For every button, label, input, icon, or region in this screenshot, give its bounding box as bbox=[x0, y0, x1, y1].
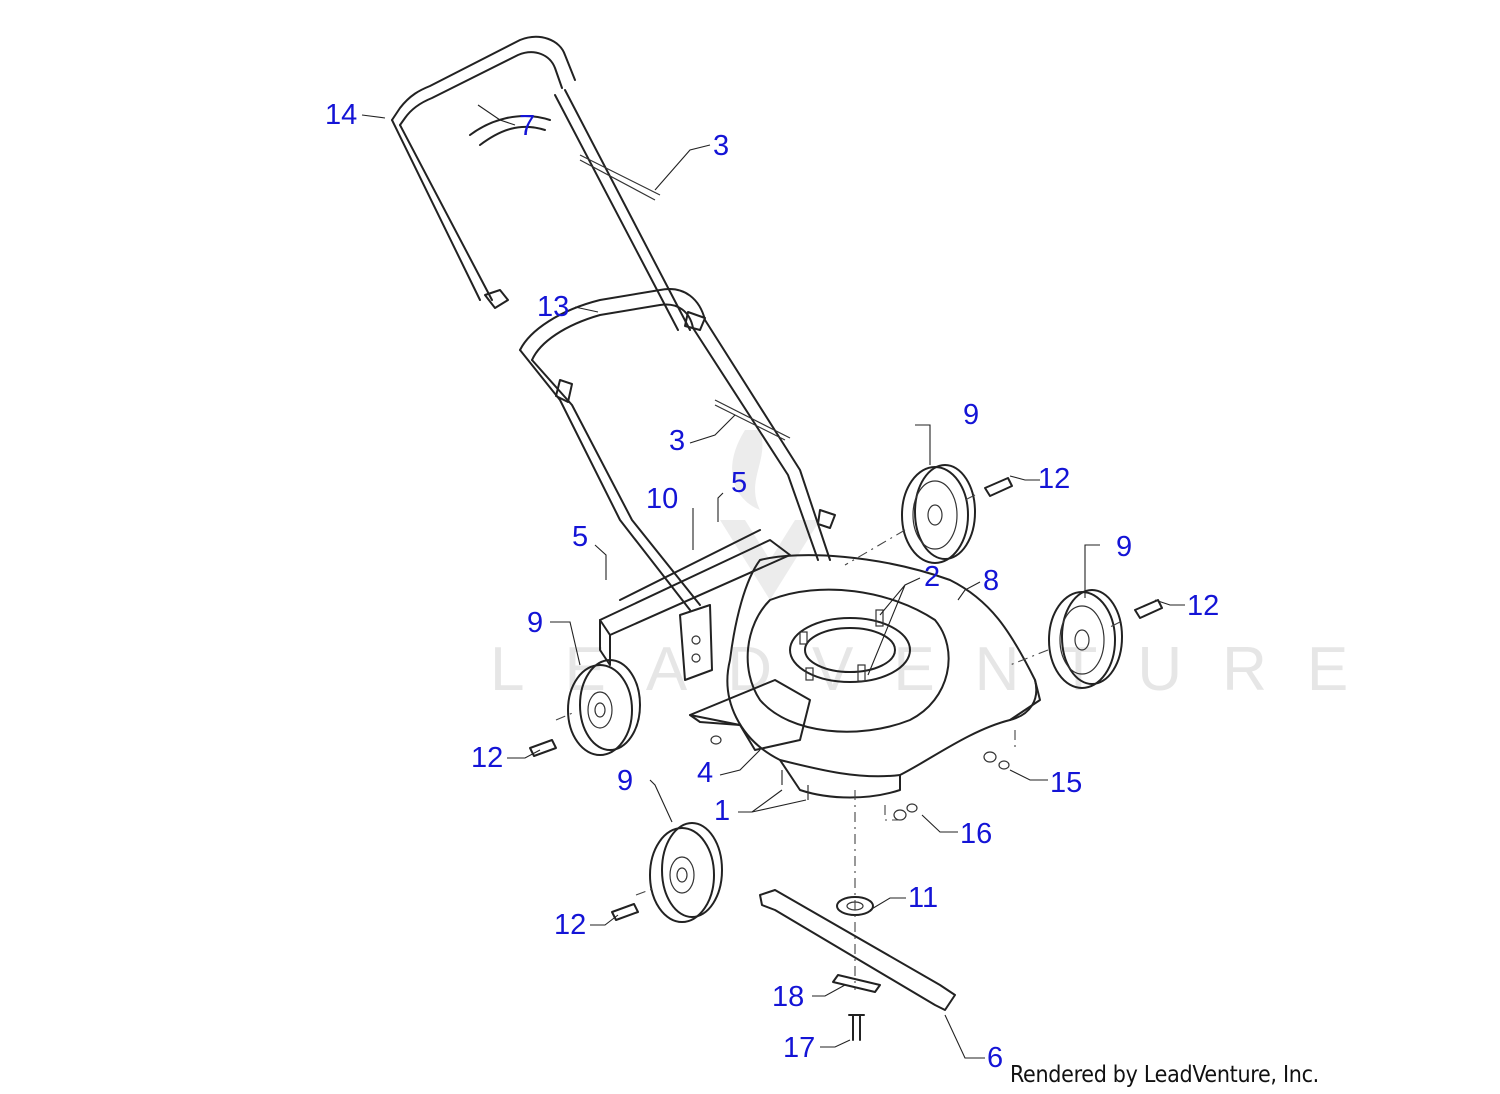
handle-knobs bbox=[484, 289, 836, 529]
callout-11: 11 bbox=[908, 882, 938, 914]
callout-9-front-left: 9 bbox=[617, 765, 633, 797]
leader-lines bbox=[361, 104, 1185, 1059]
callouts: 14 7 3 13 3 10 5 5 9 12 9 12 2 8 9 12 4 … bbox=[325, 99, 1219, 1074]
blade-bolt bbox=[848, 1014, 865, 1041]
callout-10: 10 bbox=[646, 483, 678, 515]
callout-14: 14 bbox=[325, 99, 357, 131]
callout-13: 13 bbox=[537, 291, 569, 323]
callout-12-front-right: 12 bbox=[1187, 590, 1219, 622]
callout-4: 4 bbox=[697, 757, 713, 789]
cables bbox=[579, 154, 791, 441]
small-hardware bbox=[710, 735, 1010, 821]
callout-12-rear-right: 12 bbox=[1038, 463, 1070, 495]
blade-washer bbox=[832, 974, 881, 993]
blade bbox=[759, 889, 956, 1011]
callout-3-lower: 3 bbox=[669, 425, 685, 457]
callout-18: 18 bbox=[772, 981, 804, 1013]
callout-17: 17 bbox=[783, 1032, 815, 1064]
engine-studs bbox=[799, 609, 884, 682]
rear-shield bbox=[599, 529, 791, 666]
callout-9-rear-left: 9 bbox=[527, 607, 543, 639]
mower-deck bbox=[726, 554, 1041, 799]
callout-5-left: 5 bbox=[572, 521, 588, 553]
wheel-front-left bbox=[649, 822, 723, 923]
upper-handle bbox=[391, 35, 691, 331]
callout-9-front-right: 9 bbox=[1116, 531, 1132, 563]
callout-12-front-left: 12 bbox=[554, 909, 586, 941]
callout-15: 15 bbox=[1050, 767, 1082, 799]
callout-16: 16 bbox=[960, 818, 992, 850]
callout-8: 8 bbox=[983, 565, 999, 597]
wheel-rear-right bbox=[901, 464, 976, 564]
lower-handle bbox=[519, 288, 831, 611]
render-credit: Rendered by LeadVenture, Inc. bbox=[1010, 1062, 1319, 1088]
height-bracket bbox=[679, 604, 713, 681]
watermark: LEADVENTURE bbox=[490, 430, 1388, 704]
callout-9-rear-right: 9 bbox=[963, 399, 979, 431]
callout-7: 7 bbox=[519, 110, 535, 142]
discharge-plate bbox=[689, 679, 811, 751]
wheel-rear-left bbox=[567, 659, 641, 756]
wheel-front-right bbox=[1048, 589, 1123, 689]
callout-5-right: 5 bbox=[731, 467, 747, 499]
callout-3-upper: 3 bbox=[713, 130, 729, 162]
center-lines bbox=[555, 494, 1121, 990]
callout-12-rear-left: 12 bbox=[471, 742, 503, 774]
callout-1: 1 bbox=[714, 795, 730, 827]
callout-6: 6 bbox=[987, 1042, 1003, 1074]
watermark-text: LEADVENTURE bbox=[490, 635, 1388, 704]
callout-2: 2 bbox=[924, 561, 940, 593]
